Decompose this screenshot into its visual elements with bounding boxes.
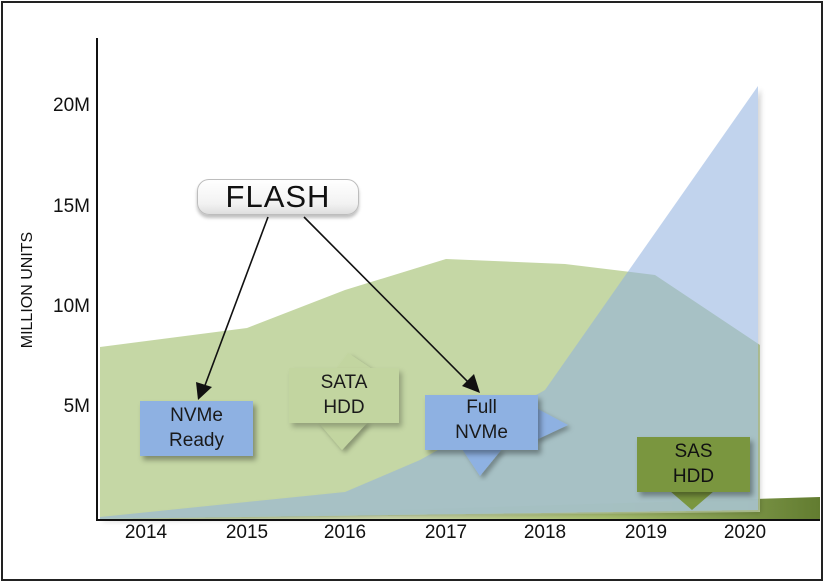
y-tick-15m: 15M: [53, 196, 90, 217]
sata-callout-pointer-down: [318, 422, 368, 450]
full-nvme-pointer-down: [462, 449, 502, 476]
full-nvme-callout: Full NVMe: [425, 395, 538, 450]
x-tick-2014: 2014: [124, 522, 168, 543]
nvme-ready-line2: Ready: [169, 430, 224, 451]
sas-hdd-callout: SAS HDD: [637, 437, 750, 492]
x-tick-2019: 2019: [624, 522, 668, 543]
x-tick-2018: 2018: [523, 522, 567, 543]
sas-hdd-line1: SAS: [674, 441, 713, 462]
flash-label-box: FLASH: [197, 179, 359, 215]
sas-hdd-line2: HDD: [672, 466, 715, 487]
sata-callout-pointer-up: [336, 353, 372, 369]
flash-arrow-nvme-ready: [203, 216, 269, 389]
x-tick-2020: 2020: [723, 522, 767, 543]
x-tick-2017: 2017: [424, 522, 468, 543]
flash-arrow-full-nvme: [303, 216, 471, 385]
nvme-ready-line1: NVMe: [170, 405, 223, 426]
y-tick-5m: 5M: [63, 396, 90, 417]
sata-hdd-callout: SATA HDD: [289, 368, 399, 423]
sata-hdd-line1: SATA: [320, 372, 368, 393]
x-tick-2016: 2016: [323, 522, 367, 543]
full-nvme-pointer-right: [536, 408, 568, 440]
x-tick-2015: 2015: [225, 522, 269, 543]
arrowhead-nvme-ready: [196, 382, 212, 400]
y-tick-20m: 20M: [53, 95, 90, 116]
arrowhead-full-nvme: [462, 374, 480, 393]
y-tick-10m: 10M: [53, 296, 90, 317]
nvme-ready-callout: NVMe Ready: [140, 401, 253, 456]
area-flash: [100, 86, 758, 519]
sas-pointer-down: [670, 491, 714, 510]
full-nvme-line1: Full: [466, 397, 497, 418]
sata-hdd-line2: HDD: [323, 397, 365, 418]
full-nvme-line2: NVMe: [455, 422, 508, 443]
y-axis-label: MILLION UNITS: [19, 231, 36, 349]
